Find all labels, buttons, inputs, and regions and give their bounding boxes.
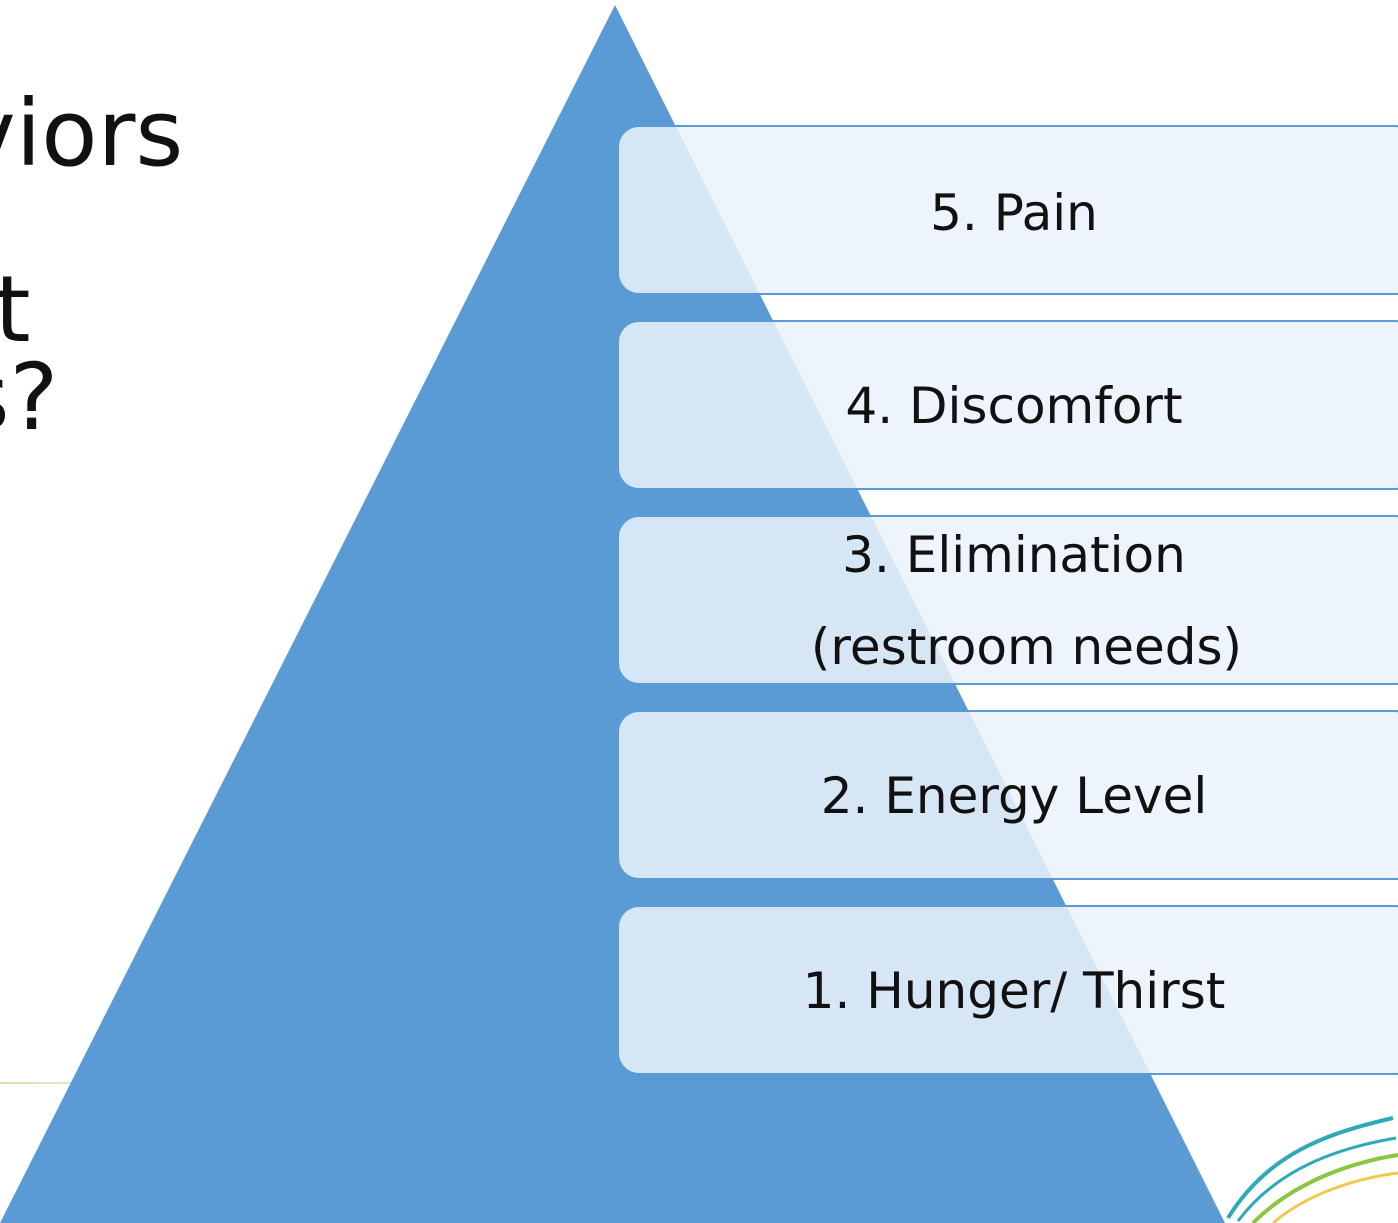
level-3-label-line2: (restroom needs) [810,618,1243,676]
level-1-label: 1. Hunger/ Thirst [802,962,1226,1020]
swoosh-stroke-2 [1236,1136,1397,1222]
slide-title: ehaviors e nmet eeds? [0,80,390,451]
title-line-4: eeds? [0,344,59,451]
pyramid-level-4: 4. Discomfort [617,320,1398,490]
level-2-label: 2. Energy Level [820,767,1208,825]
pyramid-level-2: 2. Energy Level [617,710,1398,880]
level-4-label: 4. Discomfort [845,377,1183,435]
pyramid-level-3: 3. Elimination (restroom needs) [617,515,1398,685]
title-line-1: ehaviors [0,80,184,187]
level-3-label-line1: 3. Elimination [842,526,1186,584]
swoosh-stroke-1 [1226,1116,1394,1220]
swoosh-stroke-3 [1251,1153,1398,1223]
swoosh-logo-icon [1226,1116,1398,1223]
pyramid-level-5: 5. Pain [617,125,1398,295]
level-5-label: 5. Pain [930,184,1098,242]
pyramid-level-1: 1. Hunger/ Thirst [617,905,1398,1075]
swoosh-stroke-4 [1272,1171,1398,1223]
title-line-3: nmet [0,256,31,363]
